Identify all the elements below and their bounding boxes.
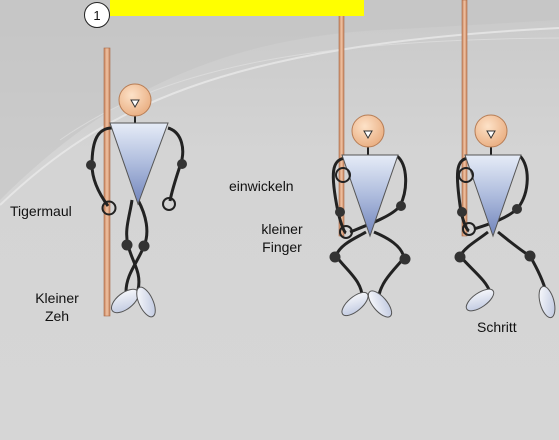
label-schritt: Schritt	[477, 318, 517, 336]
step-number-badge: 1	[84, 2, 110, 28]
joint	[122, 240, 133, 251]
joint	[525, 251, 536, 262]
label-kleiner-finger-line1: kleiner	[251, 220, 313, 238]
pole	[339, 0, 344, 236]
label-kleiner-zeh-line1: Kleiner	[26, 289, 88, 307]
label-kleiner-finger: kleiner Finger	[251, 220, 313, 256]
joint	[330, 252, 341, 263]
title-highlight-bar	[110, 0, 364, 16]
pole	[462, 0, 467, 236]
label-kleiner-zeh: Kleiner Zeh	[26, 289, 88, 325]
label-kleiner-zeh-line2: Zeh	[26, 307, 88, 325]
joint	[177, 159, 187, 169]
joint	[455, 252, 466, 263]
joint	[86, 160, 96, 170]
joint	[400, 254, 411, 265]
label-einwickeln: einwickeln	[229, 177, 294, 195]
pole	[104, 48, 110, 316]
joint	[512, 204, 522, 214]
label-kleiner-finger-line2: Finger	[251, 238, 313, 256]
joint	[457, 207, 467, 217]
step-number: 1	[93, 8, 100, 23]
joint	[396, 201, 406, 211]
joint	[335, 207, 345, 217]
label-tigermaul: Tigermaul	[10, 202, 72, 220]
joint	[139, 241, 150, 252]
